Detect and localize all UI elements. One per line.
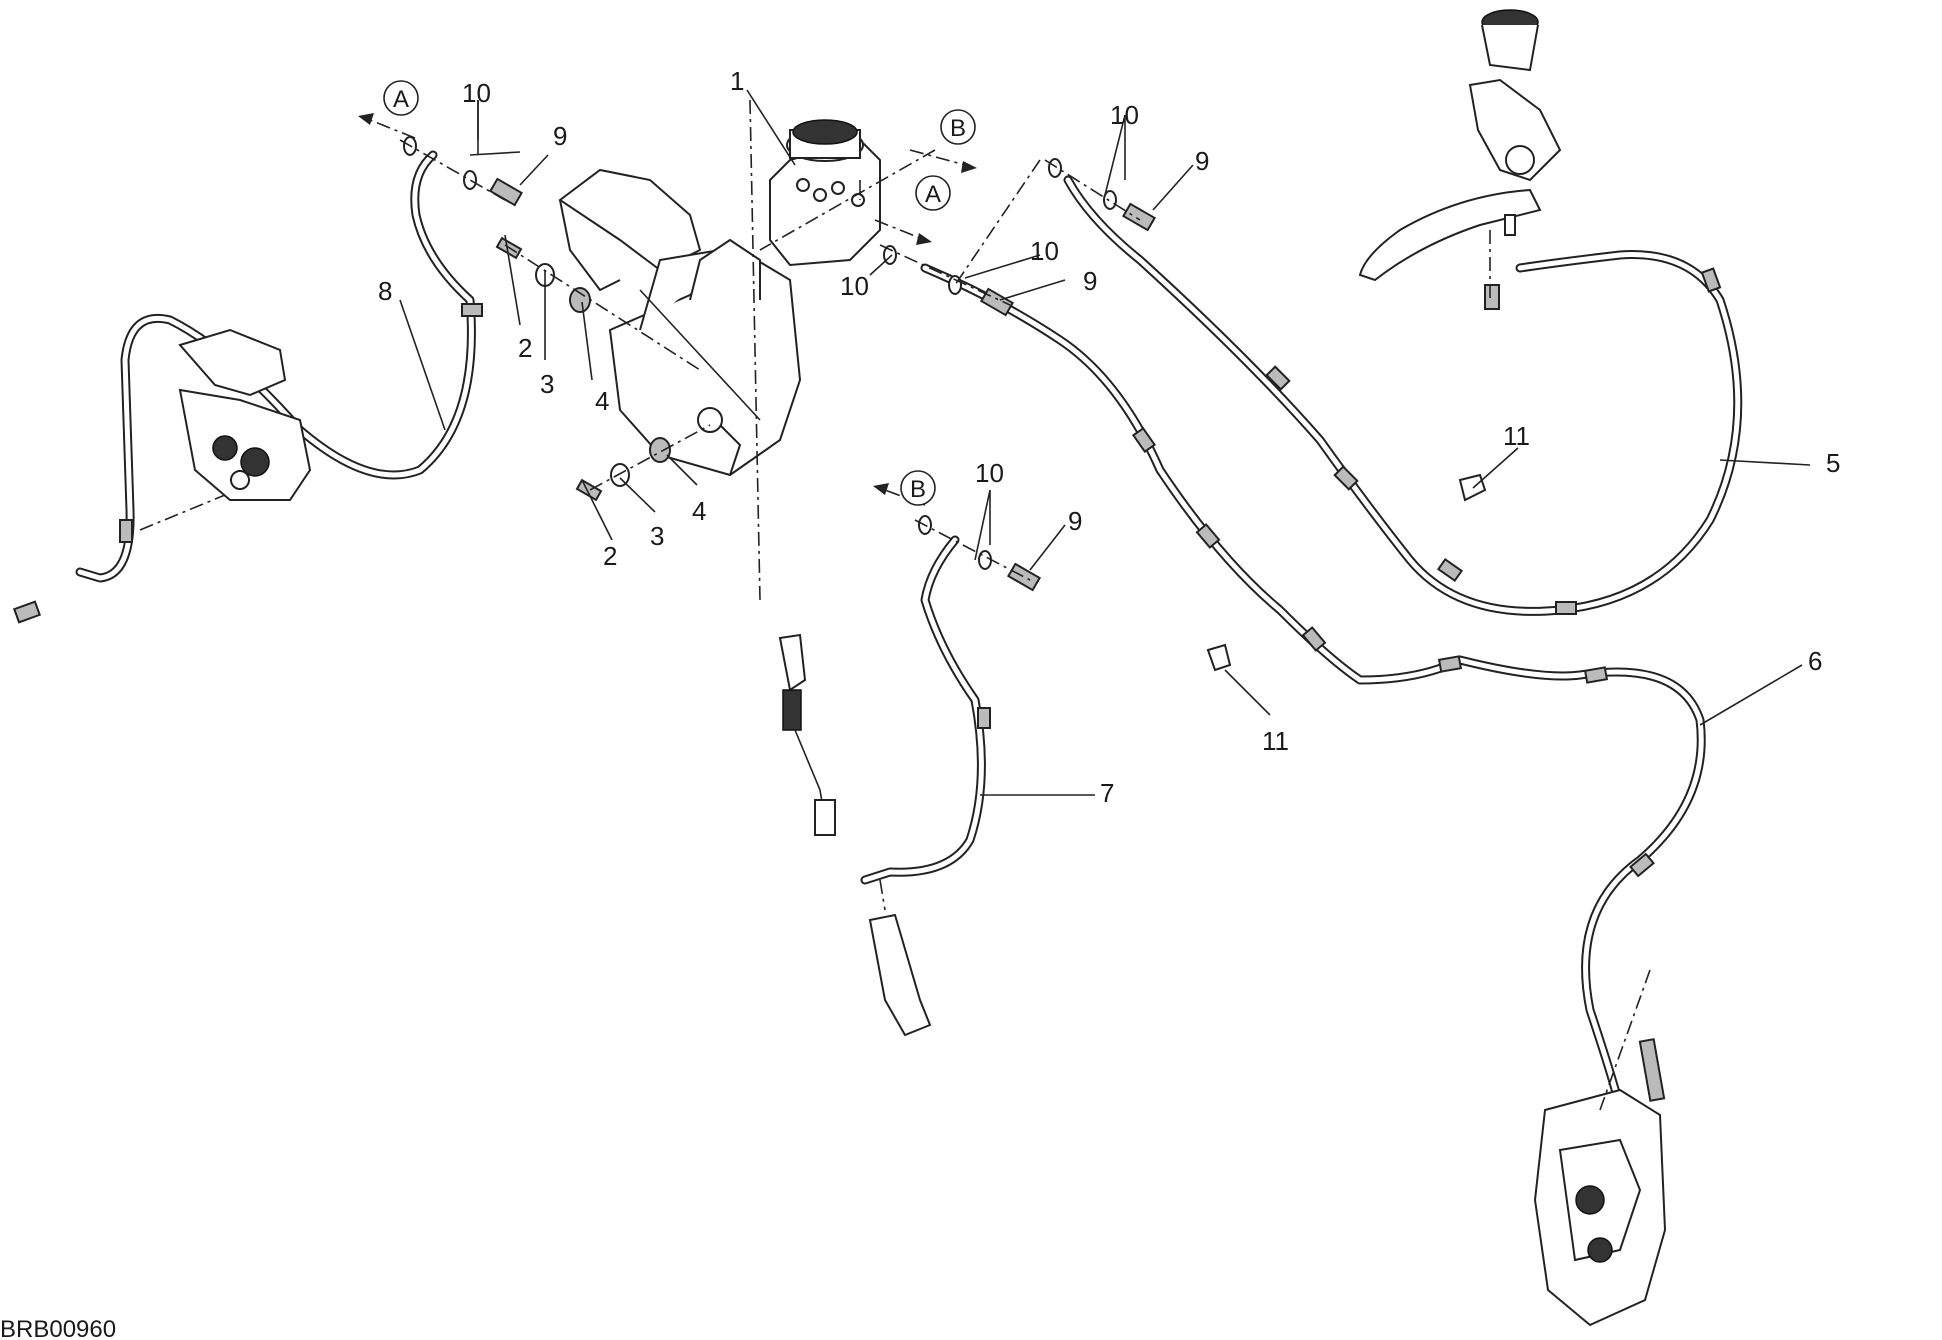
- callout-10: 10: [1110, 100, 1139, 130]
- leader-lines: [399, 89, 1811, 796]
- drawing-code: BRB00960: [0, 1316, 116, 1340]
- callout-4: 4: [692, 496, 706, 526]
- assembly-center-lines: [139, 99, 1651, 1111]
- callout-2: 2: [518, 333, 532, 363]
- callout-9: 9: [553, 121, 567, 151]
- hose-sleeves: [119, 267, 1722, 878]
- fasteners: [12, 136, 1666, 1102]
- callout-4: 4: [595, 386, 609, 416]
- callout-9: 9: [1083, 266, 1097, 296]
- callout-7: 7: [1100, 778, 1114, 808]
- callout-11: 11: [1503, 421, 1530, 451]
- callout-9: 9: [1195, 146, 1209, 176]
- callout-11: 11: [1262, 726, 1289, 756]
- svg-text:A: A: [925, 181, 941, 208]
- svg-text:A: A: [393, 86, 409, 113]
- callout-3: 3: [650, 521, 664, 551]
- callout-1: 1: [730, 66, 744, 96]
- front-master-cylinder: [1358, 9, 1562, 282]
- callout-8: 8: [378, 276, 392, 306]
- callout-2: 2: [603, 541, 617, 571]
- abs-mounting-bracket: [558, 168, 802, 477]
- hose-6: [920, 263, 1706, 1105]
- direction-arrows: [358, 113, 977, 506]
- connection-ref-b-top: B: [940, 109, 976, 145]
- connection-ref-b-mid: B: [900, 470, 936, 506]
- callout-3: 3: [540, 369, 554, 399]
- callout-10: 10: [840, 271, 869, 301]
- callout-10: 10: [1030, 236, 1059, 266]
- rear-master-cylinder: [778, 633, 932, 1037]
- callout-5: 5: [1826, 448, 1840, 478]
- callout-10: 10: [462, 78, 491, 108]
- abs-modulator: [769, 119, 881, 267]
- callout-labels: 1 2 2 3 3 4 4 5 6 7 8 9 9 9 9 10 10 10 1…: [378, 66, 1840, 808]
- connection-ref-a-mid: A: [915, 175, 951, 211]
- front-caliper: [1533, 1088, 1667, 1327]
- svg-text:B: B: [910, 476, 926, 503]
- callout-6: 6: [1808, 646, 1822, 676]
- callout-9: 9: [1068, 506, 1082, 536]
- callout-10: 10: [975, 458, 1004, 488]
- connection-ref-a-left: A: [383, 80, 419, 116]
- hose-7: [860, 535, 986, 885]
- rear-caliper: [178, 328, 312, 501]
- svg-text:B: B: [950, 115, 966, 142]
